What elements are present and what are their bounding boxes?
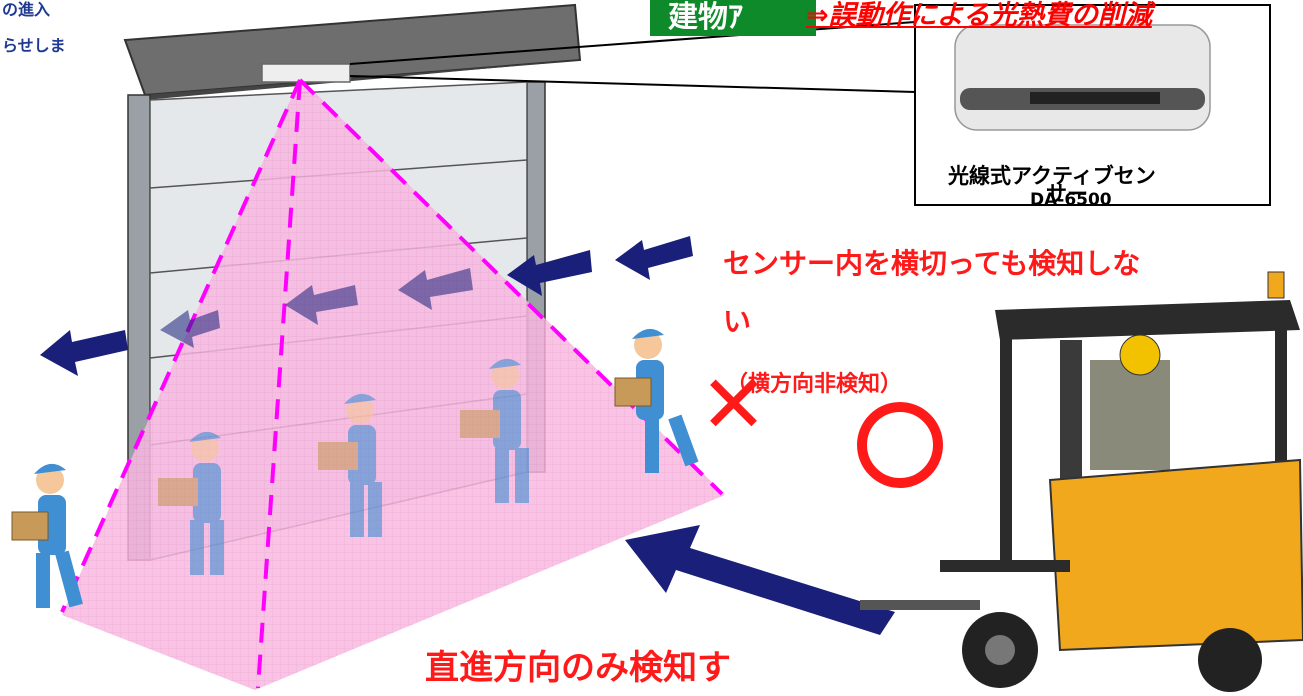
forklift bbox=[860, 271, 1303, 692]
sensor-device bbox=[954, 24, 1211, 131]
sensor-name-cont: サー bbox=[1046, 182, 1088, 206]
sensor-name: 光線式アクティブセン bbox=[948, 164, 1156, 188]
note-line-2: らせしま bbox=[2, 36, 66, 55]
detection-zone bbox=[62, 78, 725, 690]
sideways-arrows bbox=[40, 236, 693, 376]
crossing-label-line1: センサー内を横切っても検知しな bbox=[723, 247, 1141, 280]
benefit-banner: ⇒誤動作による光熱費の削減 bbox=[806, 0, 1152, 31]
note-line-1: の進入 bbox=[2, 0, 51, 19]
building-badge: 建物ｱ bbox=[650, 0, 816, 36]
straight-detection-label: 直進方向のみ検知す bbox=[425, 648, 731, 688]
building-badge-label: 建物ｱ bbox=[668, 0, 743, 35]
detected-mark bbox=[857, 402, 943, 488]
crossing-label-line2: い bbox=[723, 305, 752, 338]
sensor-model: DA-6500 bbox=[1030, 190, 1112, 210]
not-detected-mark: ✕ bbox=[700, 358, 767, 451]
workers bbox=[11, 328, 699, 608]
crossing-label-line3: （横方向非検知） bbox=[726, 372, 903, 397]
straight-arrow bbox=[625, 525, 895, 635]
callout-lines bbox=[349, 21, 916, 93]
